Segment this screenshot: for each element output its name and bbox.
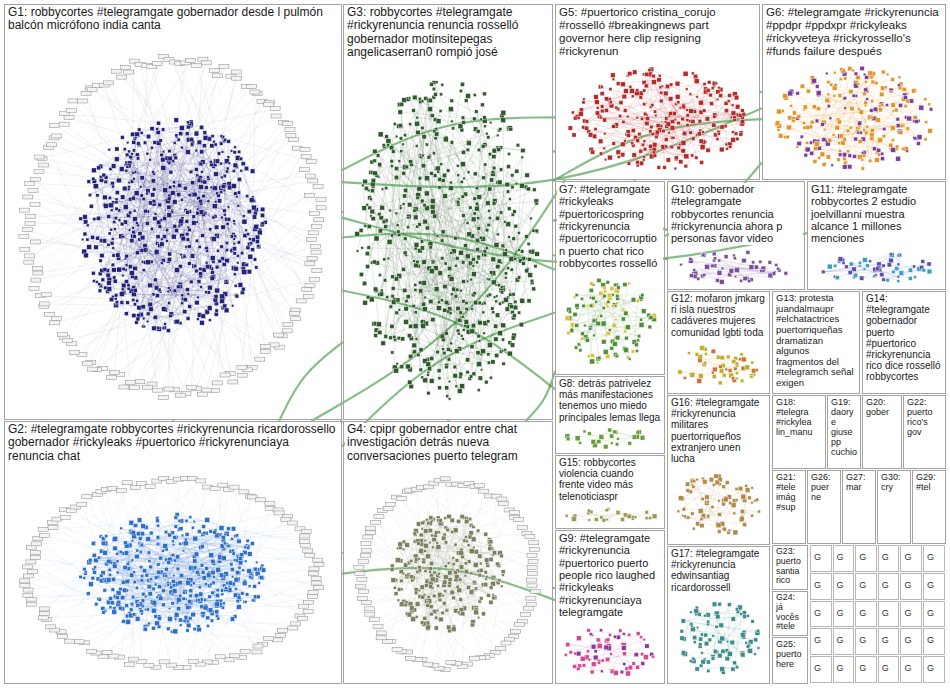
canvas: G1: robbycortes #telegramgate gobernador… [0,0,950,688]
